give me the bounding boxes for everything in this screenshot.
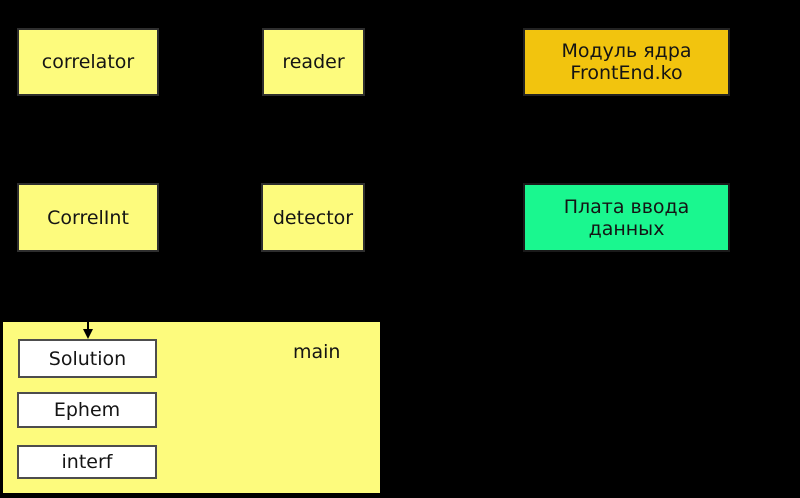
connector-arrow-line — [87, 322, 89, 331]
node-correlint: CorrelInt — [17, 183, 159, 252]
node-interf: interf — [17, 445, 157, 479]
node-reader-label: reader — [282, 51, 345, 73]
node-kernel-module-label-line1: Модуль ядра — [561, 40, 692, 62]
node-detector: detector — [261, 183, 365, 252]
node-correlator-label: correlator — [41, 51, 135, 73]
node-ephem-label: Ephem — [53, 399, 121, 421]
node-kernel-module: Модуль ядра FrontEnd.ko — [523, 28, 730, 96]
node-solution: Solution — [18, 339, 157, 378]
node-solution-label: Solution — [48, 347, 127, 370]
node-reader: reader — [262, 28, 365, 96]
node-kernel-module-label-line2: FrontEnd.ko — [570, 62, 683, 84]
node-input-board-label-line1: Плата ввода — [563, 195, 690, 218]
node-main-label: main — [293, 341, 341, 363]
arrow-down-icon — [83, 329, 93, 339]
node-ephem: Ephem — [17, 392, 157, 428]
node-interf-label: interf — [61, 451, 113, 473]
node-input-board-label-line2: данных — [588, 217, 665, 240]
node-main: main Solution Ephem interf — [0, 319, 383, 496]
node-correlint-label: CorrelInt — [47, 206, 129, 229]
node-detector-label: detector — [272, 206, 354, 229]
node-correlator: correlator — [17, 28, 159, 96]
node-input-board: Плата ввода данных — [523, 183, 730, 252]
